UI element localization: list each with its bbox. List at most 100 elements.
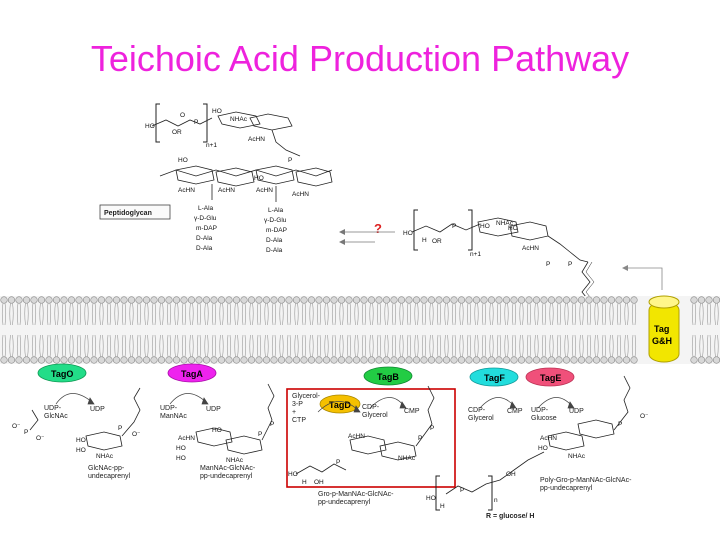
ho-label: HO bbox=[508, 225, 518, 232]
h-label: H bbox=[440, 503, 445, 510]
repeat-n1: n+1 bbox=[470, 251, 481, 258]
chain-item: γ-D-Glu bbox=[264, 217, 287, 224]
highlight-box-tagd-step bbox=[286, 388, 456, 488]
enzyme-label: TagD bbox=[329, 400, 351, 410]
product-cdp-glycerol: CDP-Glycerol bbox=[362, 404, 388, 419]
o-minus-label: O⁻ bbox=[12, 423, 21, 430]
lipid-bilayer-membrane bbox=[0, 296, 720, 364]
o-label: O bbox=[180, 112, 185, 119]
product-cmp: CMP bbox=[404, 408, 420, 415]
enzyme-label: TagE bbox=[540, 373, 561, 383]
p-label: P bbox=[430, 425, 434, 432]
p-label: P bbox=[288, 157, 292, 164]
glcnac-pp-undecaprenyl-structure: O⁻ P O⁻ HO HO NHAc P O⁻ GlcNAc-pp-undeca… bbox=[12, 387, 141, 480]
achn-label: AcHN bbox=[178, 435, 195, 442]
p-label: P bbox=[460, 487, 464, 494]
ho-label: HO bbox=[426, 495, 436, 502]
transporter-label-line2: G&H bbox=[652, 336, 672, 346]
p-label: P bbox=[452, 223, 456, 230]
or-label: OR bbox=[432, 238, 442, 245]
poly-gro-p-structure: HO H P n OH AcHN HO NHAc P O⁻ Poly-Gro-p… bbox=[426, 375, 649, 511]
o-minus-label: O⁻ bbox=[36, 435, 45, 442]
product-poly-gro-p-mannac-glcnac-pp-undecaprenyl: Poly-Gro-p-ManNAc-GlcNAc-pp-undecaprenyl bbox=[540, 477, 632, 492]
p-label: P bbox=[546, 261, 550, 268]
ho-label: HO bbox=[176, 445, 186, 452]
reaction-labels: UDP-GlcNAc UDP UDP-ManNAc UDP Glycerol-3… bbox=[44, 393, 584, 424]
ho-label: HO bbox=[254, 175, 264, 182]
achn-label: AcHN bbox=[348, 433, 365, 440]
tag-gh-transporter[interactable]: Tag G&H bbox=[648, 295, 680, 363]
substrate-udp-glcnac: UDP-GlcNAc bbox=[44, 405, 68, 420]
achn-label: AcHN bbox=[178, 187, 195, 194]
o-minus-label: O⁻ bbox=[640, 413, 649, 420]
peptide-chain-right: L-Ala γ-D-Glu m-DAP D-Ala D-Ala bbox=[264, 207, 287, 254]
p-label: P bbox=[258, 431, 262, 438]
substrate-udp-mannac: UDP-ManNAc bbox=[160, 405, 187, 420]
ho-label: HO bbox=[480, 223, 490, 230]
achn-label: AcHN bbox=[256, 187, 273, 194]
enzyme-tage[interactable]: TagE bbox=[525, 367, 575, 387]
h-label: H bbox=[422, 237, 427, 244]
product-udp: UDP bbox=[569, 408, 584, 415]
ho-label: HO bbox=[76, 437, 86, 444]
ho-label: HO bbox=[178, 157, 188, 164]
enzyme-tagb[interactable]: TagB bbox=[363, 366, 413, 386]
ho-label: HO bbox=[288, 471, 298, 478]
p-label: P bbox=[336, 459, 340, 466]
transporter-label-line1: Tag bbox=[654, 324, 669, 334]
chain-item: D-Ala bbox=[266, 237, 283, 244]
nhac-label: NHAc bbox=[398, 455, 416, 462]
enzyme-taga[interactable]: TagA bbox=[167, 363, 217, 383]
substrate-udp-glucose: UDP-Glucose bbox=[531, 407, 557, 422]
p-label: P bbox=[270, 421, 274, 428]
p-label: P bbox=[418, 435, 422, 442]
product-glcnac-pp-undecaprenyl: GlcNAc-pp-undecaprenyl bbox=[88, 465, 130, 480]
p-label: P bbox=[568, 261, 572, 268]
p-label: P bbox=[118, 425, 122, 432]
repeat-n1: n+1 bbox=[206, 142, 217, 149]
repeat-n: n bbox=[494, 497, 498, 504]
enzyme-tagf[interactable]: TagF bbox=[469, 367, 519, 387]
reaction-arrows bbox=[55, 393, 575, 413]
enzyme-label: TagF bbox=[484, 373, 505, 383]
ho-label: HO bbox=[403, 230, 413, 237]
ho-label: HO bbox=[76, 447, 86, 454]
product-udp: UDP bbox=[206, 406, 221, 413]
p-label: P bbox=[24, 429, 28, 436]
ho-label: HO bbox=[176, 455, 186, 462]
chain-item: D-Ala bbox=[196, 235, 213, 242]
chain-item: L-Ala bbox=[198, 205, 214, 212]
chain-item: D-Ala bbox=[266, 247, 283, 254]
p-label: P bbox=[618, 421, 622, 428]
chain-item: D-Ala bbox=[196, 245, 213, 252]
substrate-cdp-glycerol: CDP-Glycerol bbox=[468, 407, 494, 422]
gro-p-mannac-glcnac-structure: HO H OH P AcHN NHAc P P Gro-p-ManNAc-Glc… bbox=[288, 385, 435, 506]
product-udp: UDP bbox=[90, 406, 105, 413]
ho-label: HO bbox=[538, 445, 548, 452]
product-cmp: CMP bbox=[507, 408, 523, 415]
page-title: Teichoic Acid Production Pathway bbox=[90, 38, 630, 79]
enzyme-label: TagO bbox=[51, 369, 73, 379]
unknown-step-marker: ? bbox=[374, 221, 382, 236]
achn-label: AcHN bbox=[218, 187, 235, 194]
enzyme-label: TagB bbox=[377, 372, 399, 382]
product-gro-p-mannac-glcnac-pp-undecaprenyl: Gro-p-ManNAc-GlcNAc-pp-undecaprenyl bbox=[318, 491, 394, 506]
enzyme-tago[interactable]: TagO bbox=[37, 363, 87, 383]
achn-label: AcHN bbox=[522, 245, 539, 252]
nhac-label: NHAc bbox=[96, 453, 114, 460]
nhac-label: NHAc bbox=[568, 453, 586, 460]
oh-label: OH bbox=[506, 471, 516, 478]
achn-label: AcHN bbox=[292, 191, 309, 198]
or-label: OR bbox=[172, 129, 182, 136]
nhac-label: NHAc bbox=[230, 116, 248, 123]
nhac-label: NHAc bbox=[226, 457, 244, 464]
export-arrow bbox=[622, 265, 663, 290]
peptidoglycan-structure: HO OR O P n+1 HO NHAc AcHN P HO AcHN AcH… bbox=[99, 103, 333, 254]
chain-item: L-Ala bbox=[268, 207, 284, 214]
chain-item: γ-D-Glu bbox=[194, 215, 217, 222]
unknown-step-arrow bbox=[339, 229, 395, 245]
mannac-glcnac-pp-undecaprenyl-structure: AcHN HO HO HO NHAc P P ManNAc-GlcNAc-pp-… bbox=[176, 383, 275, 480]
enzyme-label: TagA bbox=[181, 369, 203, 379]
enzyme-tagd[interactable]: TagD bbox=[319, 394, 361, 414]
nhac-label: NHAc bbox=[496, 220, 514, 227]
